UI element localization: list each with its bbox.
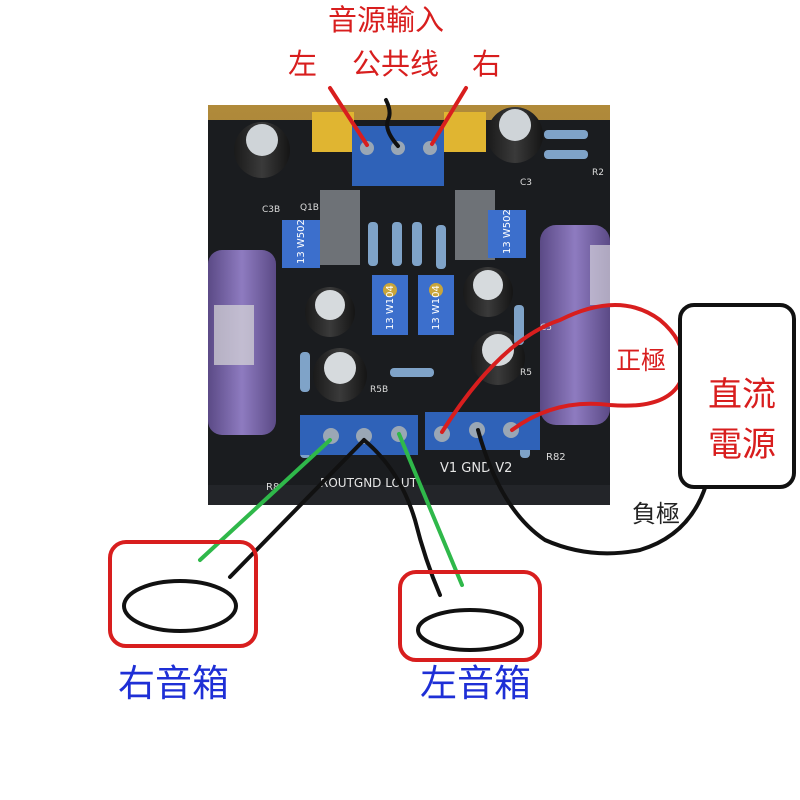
dc-power-label-line2: 電源 — [708, 425, 776, 465]
silk-r2: R2 — [592, 168, 604, 178]
trim-pots — [282, 210, 526, 335]
pot-label-mid-right: 13 W104 — [431, 285, 442, 330]
audio-input-label: 音源輸入 — [328, 3, 445, 37]
silk-power-label: V1 GND V2 — [440, 461, 512, 476]
silk-r5b: R5B — [370, 385, 388, 395]
input-wires — [328, 86, 468, 148]
dc-power-label-line1: 直流 — [708, 375, 776, 415]
pot-label-right: 13 W502 — [502, 209, 513, 254]
right-speaker-label: 右音箱 — [118, 662, 229, 705]
audio-input-terminal — [352, 126, 444, 186]
left-speaker — [398, 570, 542, 662]
pot-label-mid-left: 13 W104 — [385, 285, 396, 330]
left-input-label: 左 — [288, 47, 318, 81]
positive-label: 正極 — [616, 346, 667, 375]
silk-c3b: C3B — [262, 205, 280, 215]
silk-r5: R5 — [520, 368, 532, 378]
power-wires — [440, 303, 708, 556]
big-capacitor-left — [208, 250, 276, 435]
dc-power-box — [678, 303, 796, 489]
silk-q1b: Q1B — [300, 203, 319, 213]
right-speaker — [108, 540, 258, 648]
silk-output-label: ROUTGND LOUT — [320, 476, 418, 490]
negative-label: 負極 — [632, 500, 680, 528]
big-capacitor-right — [540, 225, 610, 425]
left-speaker-label: 左音箱 — [420, 662, 531, 705]
pot-label-left: 13 W502 — [296, 219, 307, 264]
silk-c3: C3 — [520, 178, 532, 188]
pcb-photo: ROUTGND LOUT V1 GND V2 R82 R8 C3B Q1B C3… — [208, 105, 610, 505]
silk-r8: R8 — [266, 482, 279, 493]
small-capacitors — [234, 107, 543, 402]
right-input-label: 右 — [472, 47, 502, 81]
common-wire-label: 公共线 — [352, 47, 440, 81]
silk-r82: R82 — [546, 452, 566, 463]
silk-c5: C5 — [540, 323, 552, 333]
